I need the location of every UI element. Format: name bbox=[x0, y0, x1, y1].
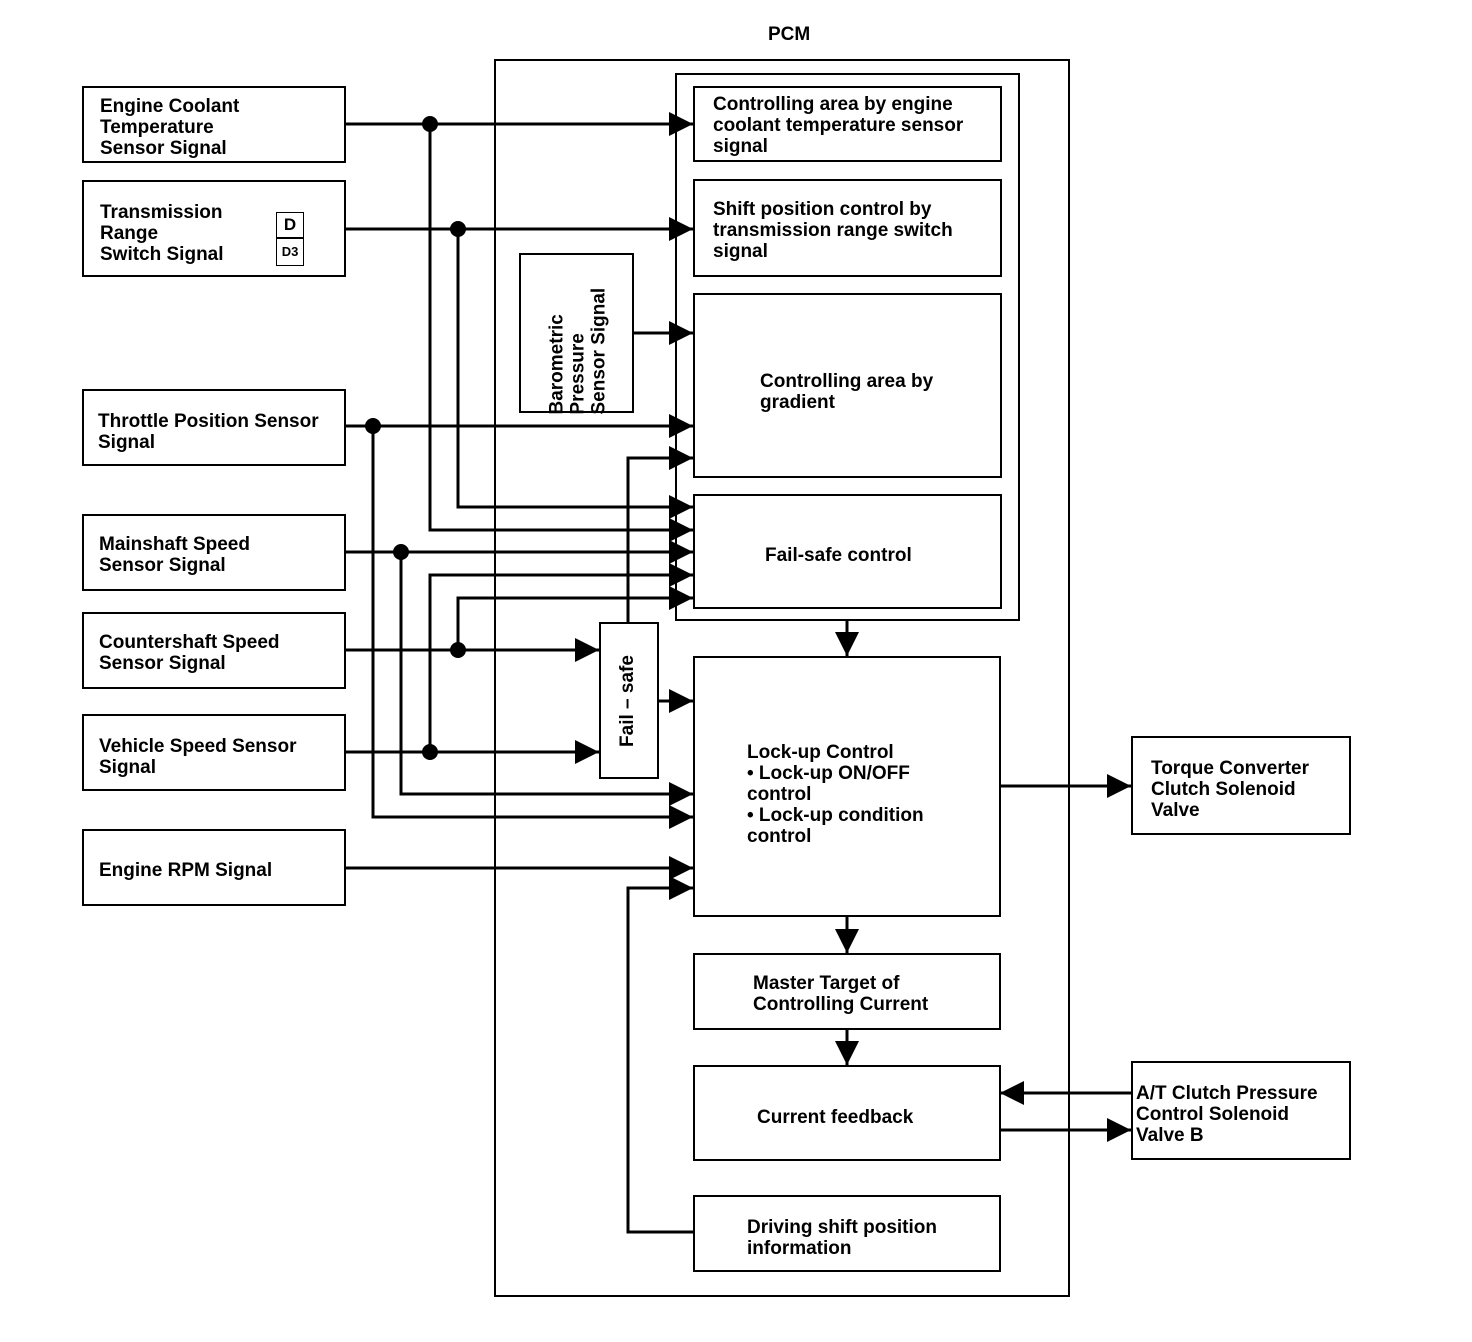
vss-to-failsafe bbox=[428, 563, 693, 752]
ect-signal-box: Engine Coolant Temperature Sensor Signal bbox=[82, 86, 346, 163]
master-target-label: Master Target of Controlling Current bbox=[753, 973, 929, 1015]
current-feedback-block: Current feedback bbox=[693, 1065, 1001, 1161]
master-target-block: Master Target of Controlling Current bbox=[693, 953, 1001, 1030]
driving-shift-to-lockup bbox=[626, 876, 693, 1234]
gradient-label: Controlling area by gradient bbox=[760, 371, 934, 413]
atcp-solenoid-label: A/T Clutch Pressure Control Solenoid Val… bbox=[1136, 1083, 1318, 1146]
driving-shift-label: Driving shift position information bbox=[747, 1217, 937, 1259]
lockup-control-label: Lock-up Control • Lock-up ON/OFF control… bbox=[747, 742, 924, 847]
shift-position-block: Shift position control by transmission r… bbox=[693, 179, 1002, 277]
ect-control-area-label: Controlling area by engine coolant tempe… bbox=[713, 94, 964, 157]
countershaft-signal-box: Countershaft Speed Sensor Signal bbox=[82, 612, 346, 689]
junction-dot bbox=[450, 642, 466, 658]
current-feedback-label: Current feedback bbox=[757, 1107, 914, 1128]
mainshaft-signal-label: Mainshaft Speed Sensor Signal bbox=[99, 534, 250, 576]
gradient-block: Controlling area by gradient bbox=[693, 293, 1002, 478]
trs-to-failsafe bbox=[456, 229, 693, 519]
lockup-control-block: Lock-up Control • Lock-up ON/OFF control… bbox=[693, 656, 1001, 917]
trs-badge-d: D bbox=[276, 212, 304, 238]
mainshaft-to-lockup bbox=[399, 552, 693, 806]
tps-signal-box: Throttle Position Sensor Signal bbox=[82, 389, 346, 466]
mainshaft-signal-box: Mainshaft Speed Sensor Signal bbox=[82, 514, 346, 591]
tcc-solenoid-box: Torque Converter Clutch Solenoid Valve bbox=[1131, 736, 1351, 835]
rpm-signal-label: Engine RPM Signal bbox=[99, 860, 273, 881]
barometric-signal-box: Barometric Pressure Sensor Signal bbox=[519, 253, 634, 415]
pcm-frame bbox=[494, 59, 1070, 1297]
failsafe-control-block: Fail-safe control bbox=[693, 494, 1002, 609]
junction-dot bbox=[422, 744, 438, 760]
junction-dot bbox=[393, 544, 409, 560]
trs-signal-label: Transmission Range Switch Signal bbox=[100, 202, 224, 265]
vss-signal-box: Vehicle Speed Sensor Signal bbox=[82, 714, 346, 791]
barometric-signal-label: Barometric Pressure Sensor Signal bbox=[546, 287, 610, 415]
shift-position-label: Shift position control by transmission r… bbox=[713, 199, 953, 262]
tcc-solenoid-label: Torque Converter Clutch Solenoid Valve bbox=[1151, 758, 1310, 821]
junction-dot bbox=[450, 221, 466, 237]
countershaft-to-failsafe bbox=[456, 586, 693, 650]
failsafe-small-to-gradient bbox=[626, 446, 693, 622]
failsafe-control-label: Fail-safe control bbox=[765, 545, 912, 566]
trs-badge-d3: D3 bbox=[276, 238, 304, 266]
junction-dot bbox=[422, 116, 438, 132]
vss-signal-label: Vehicle Speed Sensor Signal bbox=[99, 736, 297, 778]
failsafe-small-box: Fail – safe bbox=[599, 622, 659, 779]
countershaft-signal-label: Countershaft Speed Sensor Signal bbox=[99, 632, 280, 674]
failsafe-small-label: Fail – safe bbox=[617, 655, 638, 747]
junction-dot bbox=[365, 418, 381, 434]
atcp-solenoid-box: A/T Clutch Pressure Control Solenoid Val… bbox=[1131, 1061, 1351, 1160]
pcm-label: PCM bbox=[768, 24, 811, 45]
ect-to-failsafe bbox=[428, 124, 693, 542]
rpm-signal-box: Engine RPM Signal bbox=[82, 829, 346, 906]
tps-signal-label: Throttle Position Sensor Signal bbox=[98, 411, 319, 453]
ect-control-area-block: Controlling area by engine coolant tempe… bbox=[693, 86, 1002, 162]
driving-shift-block: Driving shift position information bbox=[693, 1195, 1001, 1272]
ect-signal-label: Engine Coolant Temperature Sensor Signal bbox=[100, 96, 240, 159]
trs-signal-box: Transmission Range Switch Signal D D3 bbox=[82, 180, 346, 277]
tps-to-lockup bbox=[371, 426, 693, 829]
